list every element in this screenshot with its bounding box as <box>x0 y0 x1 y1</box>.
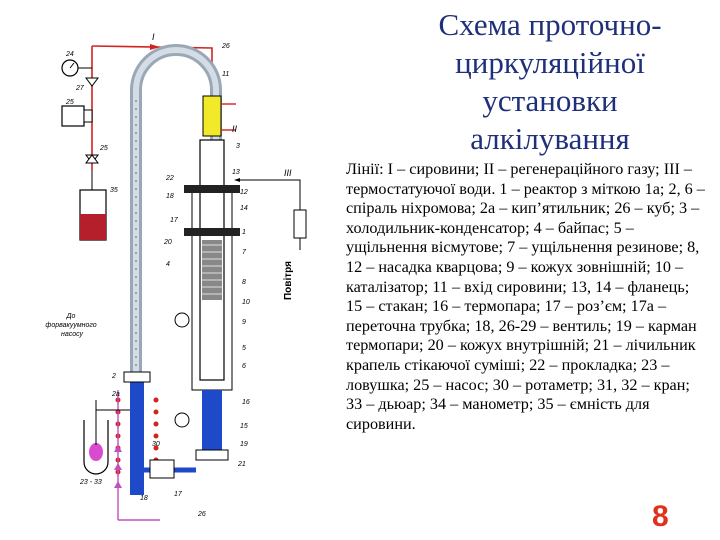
boiler <box>130 380 144 495</box>
line-label-i: I <box>152 32 155 42</box>
page-number: 8 <box>652 500 669 533</box>
num-14: 14 <box>240 205 248 212</box>
valve <box>85 154 99 164</box>
legend-text: Лінії: I – сировини; II – регенераційног… <box>346 160 705 433</box>
num-30: 30 <box>152 441 160 448</box>
num-5: 5 <box>242 345 246 352</box>
num-26b: 26 <box>197 511 206 518</box>
feed-arrow <box>150 44 160 50</box>
num-4: 4 <box>166 261 170 268</box>
num-15: 15 <box>240 423 248 430</box>
glass-cup <box>202 390 222 450</box>
apparatus-diagram: I II III Повітря До форвакуумного насосу… <box>45 32 307 521</box>
regeneration-gas-line <box>236 179 301 210</box>
num-2: 2 <box>111 373 116 380</box>
num-23-33: 23 - 33 <box>79 479 102 486</box>
flange <box>184 185 240 193</box>
num-19: 19 <box>240 441 248 448</box>
num-8: 8 <box>242 279 246 286</box>
num-25a: 25 <box>65 99 74 106</box>
num-22: 22 <box>165 175 174 182</box>
valve <box>85 77 99 87</box>
pump-label: До форвакуумного насосу <box>45 313 98 338</box>
pump <box>61 105 85 127</box>
num-16: 16 <box>242 399 250 406</box>
num-24: 24 <box>65 51 74 58</box>
air-label: Повітря <box>283 261 294 300</box>
num-13: 13 <box>232 169 240 176</box>
catalyst-bed <box>202 240 222 300</box>
num-7: 7 <box>242 249 247 256</box>
num-17b: 17 <box>174 491 183 498</box>
num-2a: 2а <box>111 391 120 398</box>
num-21: 21 <box>237 461 246 468</box>
num-25b: 25 <box>99 145 108 152</box>
num-6: 6 <box>242 363 246 370</box>
flange <box>184 228 240 236</box>
thermocouple-meter <box>174 412 190 428</box>
slide-title: Схема проточно-циркуляційної установки а… <box>438 7 662 156</box>
num-9: 9 <box>242 319 246 326</box>
num-27: 27 <box>75 85 85 92</box>
num-26: 26 <box>221 43 230 50</box>
num-10: 10 <box>242 299 250 306</box>
num-12: 12 <box>240 189 248 196</box>
condenser <box>202 95 222 137</box>
line-label-iii: III <box>284 168 292 178</box>
num-17: 17 <box>170 217 179 224</box>
num-1: 1 <box>242 229 246 236</box>
num-18: 18 <box>166 193 174 200</box>
num-11: 11 <box>222 71 229 78</box>
num-35: 35 <box>110 187 118 194</box>
line-label-ii: II <box>232 124 238 134</box>
thermocouple-meter <box>174 312 190 328</box>
rotameter <box>293 209 307 239</box>
num-20: 20 <box>163 239 172 246</box>
connector <box>149 459 175 479</box>
num-3: 3 <box>236 143 240 150</box>
trap-liquid <box>89 443 103 461</box>
num-18b: 18 <box>140 495 148 502</box>
